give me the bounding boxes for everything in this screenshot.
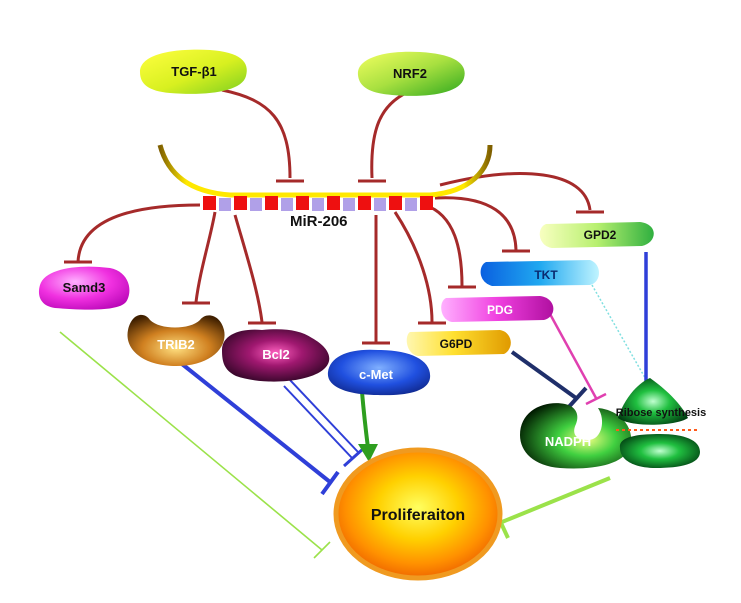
node-nrf2: NRF2 [357,51,465,96]
node-samd3: Samd3 [38,266,130,310]
mirna-strand: MiR-206 [157,144,493,230]
node-cmet-label: c-Met [359,367,394,382]
ribose-top-shape [618,378,688,425]
mirna-label: MiR-206 [290,213,348,230]
mirna-backbone [157,144,493,198]
edge-samd3-prolif [59,331,323,551]
node-g6pd: G6PD [406,330,511,356]
node-tgfb1-label: TGF-β1 [171,64,217,79]
edge-mir206-bcl2 [233,214,264,323]
edge-mir206-g6pd [393,211,434,323]
node-samd3-label: Samd3 [63,280,106,295]
edge-ribose-prolif [501,476,611,524]
base [296,196,309,210]
edge-tgfb1-mir206 [221,88,292,179]
node-g6pd-label: G6PD [440,337,473,351]
node-bcl2: Bcl2 [222,329,330,382]
base [405,198,417,211]
node-proliferation-label: Proliferaiton [371,507,465,524]
node-proliferation: Proliferaiton [333,447,503,581]
base [358,196,371,210]
edge-pdg-nadph [548,313,598,399]
base [374,198,386,211]
ribose-bottom-shape [619,434,700,468]
mirna-regulation-edges [64,88,604,345]
node-pdg: PDG [441,296,554,322]
edge-mir206-samd3 [76,203,201,263]
node-gpd2: GPD2 [539,222,654,248]
node-nadph-label: NADPH [545,434,591,449]
node-tgfb1: TGF-β1 [140,49,247,94]
node-gpd2-label: GPD2 [584,228,617,242]
arrowhead-cmet-prolif [358,444,378,462]
edge-bcl2-prolif-b [289,379,359,453]
edge-mir206-trib2 [194,211,217,303]
node-ribose-label: Ribose synthesis [616,407,706,419]
base [281,198,293,211]
base [219,198,231,211]
edge-mir206-pdg [424,203,464,287]
node-nadph: NADPH [520,403,632,469]
node-pdg-label: PDG [487,303,513,317]
mirna-bases [203,196,433,211]
node-tkt-label: TKT [534,268,558,282]
node-cmet: c-Met [327,349,431,396]
edge-nrf2-mir206 [370,90,409,179]
tbar-samd3-prolif [313,541,331,559]
base [327,196,340,210]
base [203,196,216,210]
base [343,198,355,211]
edge-mir206-gpd2 [439,172,592,211]
tbar-bcl2-prolif [342,446,366,468]
base [420,196,433,210]
node-bcl2-label: Bcl2 [262,347,289,362]
base [234,196,247,210]
edge-bcl2-prolif-a [283,385,353,459]
node-ribose: Ribose synthesis [616,378,706,468]
base [312,198,324,211]
node-trib2-label: TRIB2 [157,337,195,352]
node-trib2: TRIB2 [127,314,225,366]
base [389,196,402,210]
node-tkt: TKT [480,260,599,286]
edge-trib2-prolif [180,362,332,484]
base [265,196,278,210]
node-nrf2-label: NRF2 [393,66,427,81]
base [250,198,262,211]
edge-tkt-ribose [591,284,653,391]
edge-g6pd-nadph [510,350,578,400]
tbar-pdg-nadph [585,392,607,406]
edge-mir206-tkt [434,196,518,251]
edge-cmet-prolif [360,391,370,449]
tbar-trib2-prolif [320,470,340,496]
